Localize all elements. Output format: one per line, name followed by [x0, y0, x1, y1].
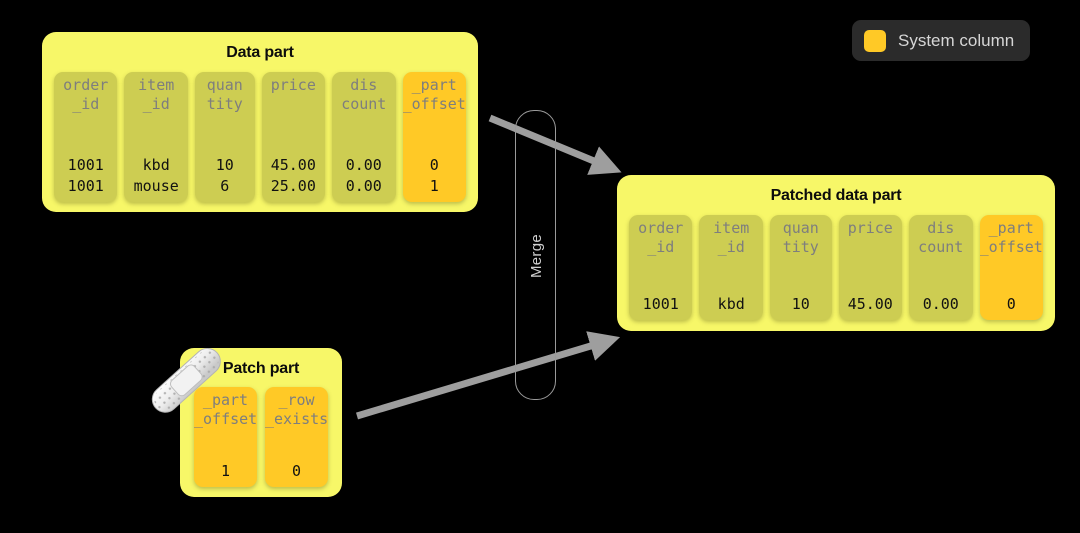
column-quantity: quan tity 10 [769, 215, 832, 320]
cell: 1001 [67, 156, 104, 174]
column-header: price [270, 76, 316, 94]
cell: 10 [791, 295, 810, 313]
patch-part-title: Patch part [222, 360, 300, 377]
cell: 1 [429, 177, 439, 195]
cell: 45.00 [270, 156, 316, 174]
column-header: _part _offset [402, 76, 466, 113]
column-values: 1001 [629, 257, 692, 320]
cell: 1001 [67, 177, 104, 195]
data-part-title: Data part [226, 44, 294, 61]
column-order_id: order _id 1001 [629, 215, 693, 320]
column-header: _part _offset [979, 219, 1043, 256]
merge-label: Merge [528, 233, 545, 279]
cell: 0.00 [345, 156, 382, 174]
cell: mouse [133, 177, 179, 195]
merge-box: Merge [515, 110, 556, 400]
column-values: 1001 1001 [54, 114, 117, 202]
legend-swatch-system-column [864, 29, 886, 52]
column-header: price [847, 219, 893, 237]
column-header: item _id [713, 219, 750, 256]
arrow-patch-part-to-patched [355, 331, 621, 420]
cell: 0 [429, 156, 439, 174]
column-header: dis count [341, 76, 387, 113]
column-values: 0 [980, 257, 1043, 320]
column-values: 0.00 [909, 257, 972, 320]
cell: 10 [215, 156, 234, 174]
column-values: 1 [194, 429, 257, 487]
cell: 1 [220, 462, 231, 480]
cell: kbd [142, 156, 170, 174]
column-header: quan tity [206, 76, 243, 113]
column-header: item _id [138, 76, 175, 113]
column-header: order _id [63, 76, 109, 113]
column-values: 10 [770, 257, 832, 320]
column-row_exists: _row _exists 0 [265, 387, 328, 487]
cell: 0.00 [922, 295, 959, 313]
cell: 45.00 [847, 295, 893, 313]
column-header: dis count [918, 219, 964, 256]
cell: 25.00 [270, 177, 316, 195]
column-header: _part _offset [194, 391, 257, 428]
column-values: kbd [699, 257, 762, 320]
column-header: order _id [638, 219, 684, 256]
column-values: kbd mouse [124, 114, 187, 202]
cell: 6 [220, 177, 230, 195]
cell: 1001 [642, 295, 679, 313]
cell: 0 [291, 462, 302, 480]
cell: 0 [1006, 295, 1016, 313]
column-discount: dis count 0.00 0.00 [332, 72, 396, 202]
patch-part-columns: _part _offset 1 _row _exists 0 [194, 387, 328, 487]
column-price: price 45.00 [838, 215, 903, 320]
cell: kbd [717, 295, 745, 313]
column-price: price 45.00 25.00 [261, 72, 326, 202]
column-values: 45.00 [839, 238, 902, 320]
column-part_offset: _part _offset 1 [194, 387, 257, 487]
column-values: 0 [265, 429, 328, 487]
column-values: 45.00 25.00 [262, 95, 325, 202]
cell: 0.00 [345, 177, 382, 195]
patch-part-panel: Patch part _part _offset 1 _row _exists 0 [180, 348, 342, 497]
legend-label: System column [898, 30, 1015, 50]
column-order_id: order _id 1001 1001 [54, 72, 118, 202]
column-values: 0.00 0.00 [332, 114, 395, 202]
column-part_offset: _part _offset 0 [979, 215, 1043, 320]
patched-data-part-title: Patched data part [770, 187, 902, 204]
column-header: _row _exists [265, 391, 328, 428]
legend: System column [852, 20, 1031, 61]
column-header: quan tity [782, 219, 819, 256]
column-discount: dis count 0.00 [909, 215, 973, 320]
